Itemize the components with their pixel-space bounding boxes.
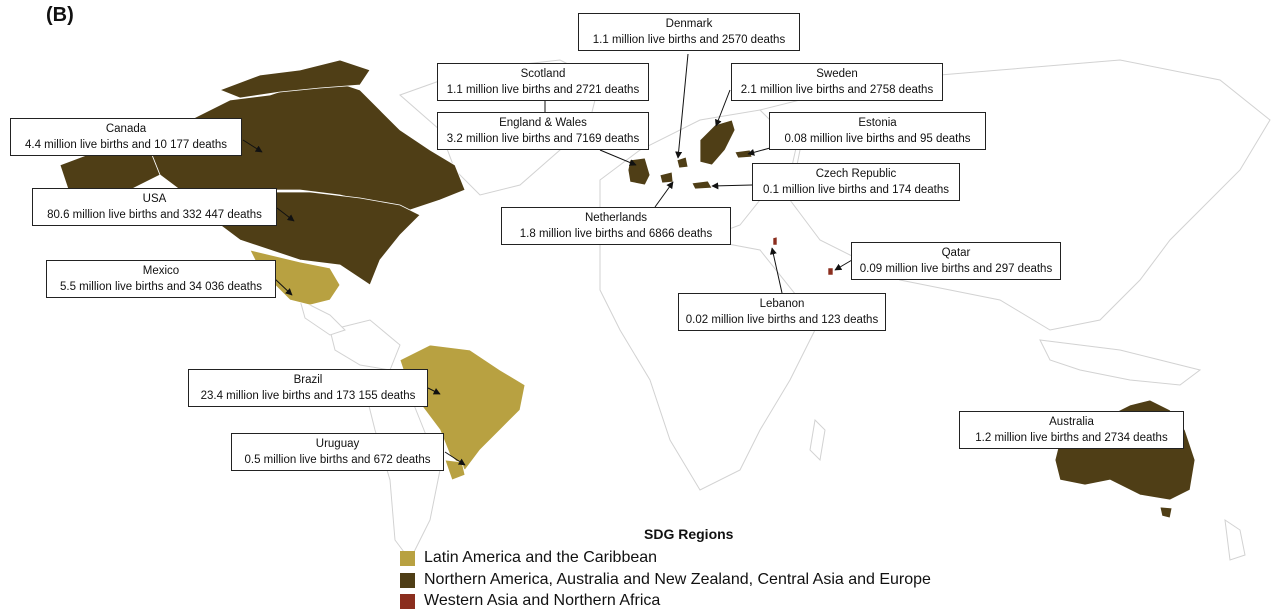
callout-lebanon: Lebanon 0.02 million live births and 123… [678, 293, 886, 331]
legend-label-western-asia: Western Asia and Northern Africa [424, 592, 661, 609]
arrow-estonia [747, 147, 771, 156]
africa-outline [599, 234, 821, 491]
legend-swatch-northern-group [400, 572, 415, 588]
legend-item-western-asia: Western Asia and Northern Africa [400, 591, 660, 611]
callout-australia: Australia 1.2 million live births and 27… [959, 411, 1184, 449]
indonesia-outline [1039, 339, 1202, 386]
callout-mexico-name: Mexico [142, 265, 180, 277]
callout-czech-stat: 0.1 million live births and 174 deaths [762, 184, 950, 196]
arrow-uruguay [444, 451, 466, 466]
brazil-region [399, 344, 526, 471]
callout-netherlands-stat: 1.8 million live births and 6866 deaths [519, 228, 713, 240]
arrow-qatar [834, 259, 853, 271]
callout-estonia-stat: 0.08 million live births and 95 deaths [784, 133, 971, 145]
callout-qatar: Qatar 0.09 million live births and 297 d… [851, 242, 1061, 280]
callout-denmark-stat: 1.1 million live births and 2570 deaths [592, 34, 786, 46]
western-asia-regions [772, 236, 834, 276]
arrow-sweden [715, 89, 731, 127]
arrow-brazil [427, 387, 441, 395]
new-zealand-outline [1224, 518, 1246, 561]
callout-lebanon-name: Lebanon [759, 298, 805, 310]
arrow-denmark [675, 53, 689, 159]
callout-uruguay: Uruguay 0.5 million live births and 672 … [231, 433, 444, 471]
callout-scotland-name: Scotland [520, 68, 566, 80]
canada-islands [218, 59, 371, 99]
legend-item-latin-america: Latin America and the Caribbean [400, 548, 657, 568]
callout-usa-name: USA [142, 193, 167, 205]
arrow-mexico [274, 278, 293, 296]
callout-canada: Canada 4.4 million live births and 10 17… [10, 118, 242, 156]
qatar-region [827, 267, 834, 276]
callout-mexico: Mexico 5.5 million live births and 34 03… [46, 260, 276, 298]
arrow-england [599, 149, 637, 166]
callout-scotland-stat: 1.1 million live births and 2721 deaths [446, 84, 640, 96]
callout-lebanon-stat: 0.02 million live births and 123 deaths [685, 314, 879, 326]
callout-czech-name: Czech Republic [815, 168, 897, 180]
callout-estonia: Estonia 0.08 million live births and 95 … [769, 112, 986, 150]
panel-label: (B) [46, 4, 74, 26]
lebanon-region [772, 236, 778, 246]
tasmania-region [1159, 506, 1173, 519]
callout-arrows [242, 53, 853, 466]
legend-swatch-latin-america [400, 550, 415, 566]
callout-australia-stat: 1.2 million live births and 2734 deaths [975, 432, 1168, 444]
callout-qatar-name: Qatar [941, 247, 971, 259]
callout-estonia-name: Estonia [858, 117, 897, 129]
callout-usa: USA 80.6 million live births and 332 447… [32, 188, 277, 226]
callout-denmark-name: Denmark [665, 18, 713, 30]
legend-swatch-western-asia [400, 593, 415, 609]
callout-sweden-stat: 2.1 million live births and 2758 deaths [740, 84, 934, 96]
legend-title: SDG Regions [644, 526, 734, 542]
central-america-outline [299, 299, 346, 336]
legend-label-northern-group: Northern America, Australia and New Zeal… [424, 571, 931, 588]
denmark-region [676, 156, 689, 169]
callout-brazil: Brazil 23.4 million live births and 173 … [188, 369, 428, 407]
callout-canada-name: Canada [105, 123, 147, 135]
arrow-lebanon [769, 247, 783, 294]
callout-uruguay-name: Uruguay [315, 438, 360, 450]
callout-netherlands-name: Netherlands [584, 212, 647, 224]
callout-canada-stat: 4.4 million live births and 10 177 death… [24, 139, 227, 151]
legend-label-latin-america: Latin America and the Caribbean [424, 549, 658, 566]
callout-netherlands: Netherlands 1.8 million live births and … [501, 207, 731, 245]
callout-sweden: Sweden 2.1 million live births and 2758 … [731, 63, 943, 101]
callout-sweden-name: Sweden [816, 68, 858, 80]
callout-denmark: Denmark 1.1 million live births and 2570… [578, 13, 800, 51]
callout-england: England & Wales 3.2 million live births … [437, 112, 649, 150]
callout-usa-stat: 80.6 million live births and 332 447 dea… [47, 209, 262, 221]
arrow-usa [276, 207, 295, 222]
callout-england-name: England & Wales [499, 117, 587, 129]
arrow-canada [242, 139, 263, 153]
callout-mexico-stat: 5.5 million live births and 34 036 death… [59, 281, 262, 293]
arrow-czech [711, 182, 753, 190]
callout-brazil-name: Brazil [293, 374, 323, 386]
callout-australia-name: Australia [1049, 416, 1094, 428]
callout-uruguay-stat: 0.5 million live births and 672 deaths [244, 454, 431, 466]
madagascar-outline [809, 418, 826, 462]
callout-qatar-stat: 0.09 million live births and 297 deaths [859, 263, 1053, 275]
arrow-netherlands [654, 181, 674, 208]
callout-czech: Czech Republic 0.1 million live births a… [752, 163, 960, 201]
legend-item-northern-group: Northern America, Australia and New Zeal… [400, 570, 931, 590]
callout-england-stat: 3.2 million live births and 7169 deaths [446, 133, 640, 145]
callout-brazil-stat: 23.4 million live births and 173 155 dea… [200, 390, 416, 402]
callout-scotland: Scotland 1.1 million live births and 272… [437, 63, 649, 101]
